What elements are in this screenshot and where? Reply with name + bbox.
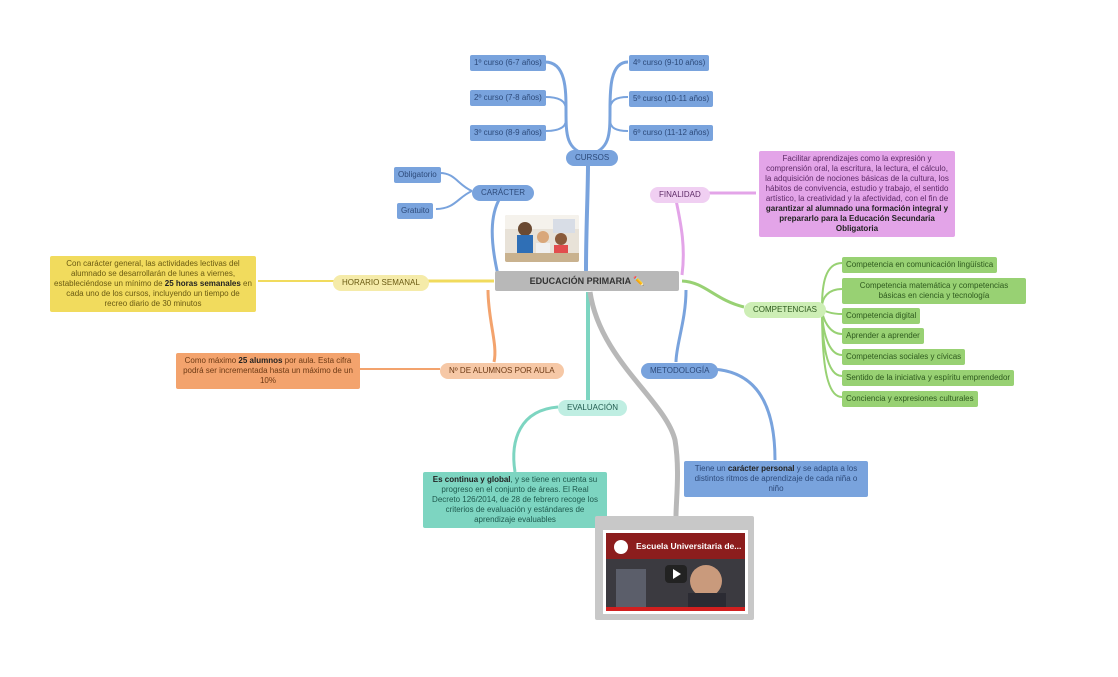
link-video: [587, 291, 680, 517]
link-cursos-c3: [544, 119, 567, 132]
horario-node[interactable]: HORARIO SEMANAL: [333, 275, 429, 291]
alumnos-detail[interactable]: Como máximo 25 alumnos por aula. Esta ci…: [176, 353, 360, 389]
competencia-4[interactable]: Aprender a aprender: [842, 328, 924, 344]
link-cursos-c5: [609, 96, 629, 111]
competencia-7[interactable]: Conciencia y expresiones culturales: [842, 391, 978, 407]
finalidad-node[interactable]: FINALIDAD: [650, 187, 710, 203]
competencia-3[interactable]: Competencia digital: [842, 308, 921, 324]
link-caracter-c1: [439, 172, 473, 192]
play-icon: [673, 569, 681, 579]
caracter-gratuito[interactable]: Gratuito: [397, 203, 434, 219]
metodologia-node[interactable]: METODOLOGÍA: [641, 363, 719, 379]
link-comp-c2: [821, 288, 843, 308]
link-caracter: [490, 197, 502, 276]
link-metodologia: [674, 289, 688, 363]
competencias-node[interactable]: COMPETENCIAS: [744, 302, 827, 318]
cursos-node[interactable]: CURSOS: [566, 150, 619, 166]
competencia-6[interactable]: Sentido de la iniciativa y espíritu empr…: [842, 370, 1015, 386]
caracter-obligatorio[interactable]: Obligatorio: [394, 167, 441, 183]
central-topic[interactable]: EDUCACIÓN PRIMARIA ✏️: [495, 271, 679, 291]
evaluacion-detail[interactable]: Es continua y global, y se tiene en cuen…: [423, 472, 607, 528]
link-cursos-right: [587, 60, 629, 157]
competencia-2[interactable]: Competencia matemática y competencias bá…: [842, 278, 1026, 304]
link-cursos: [584, 163, 590, 272]
competencia-5[interactable]: Competencias sociales y cívicas: [842, 349, 966, 365]
curso-6[interactable]: 6º curso (11-12 años): [629, 125, 714, 141]
evaluacion-node[interactable]: EVALUACIÓN: [558, 400, 627, 416]
caracter-node[interactable]: CARÁCTER: [472, 185, 535, 201]
link-comp-c7: [821, 306, 843, 398]
curso-2[interactable]: 2º curso (7-8 años): [470, 90, 546, 106]
classroom-photo: [505, 215, 579, 262]
metodologia-detail[interactable]: Tiene un carácter personal y se adapta a…: [684, 461, 868, 497]
horario-detail[interactable]: Con carácter general, las actividades le…: [50, 256, 256, 312]
link-caracter-c2: [435, 190, 473, 210]
curso-4[interactable]: 4º curso (9-10 años): [629, 55, 710, 71]
link-metodologia-detail: [707, 367, 777, 461]
video-title: Escuela Universitaria de...: [636, 541, 742, 551]
finalidad-detail[interactable]: Facilitar aprendizajes como la expresión…: [759, 151, 955, 237]
curso-3[interactable]: 3º curso (8-9 años): [470, 125, 546, 141]
curso-5[interactable]: 5º curso (10-11 años): [629, 91, 714, 107]
link-alumnos: [486, 289, 497, 363]
play-button[interactable]: [665, 565, 687, 583]
link-cursos-c2: [544, 96, 567, 111]
alumnos-node[interactable]: Nº DE ALUMNOS POR AULA: [440, 363, 564, 379]
video-thumbnail[interactable]: Escuela Universitaria de...: [603, 530, 748, 614]
link-comp-c1: [821, 262, 843, 308]
link-cursos-c6: [609, 119, 629, 132]
curso-1[interactable]: 1º curso (6-7 años): [470, 55, 546, 71]
video-logo-icon: [614, 540, 628, 554]
competencia-1[interactable]: Competencia en comunicación lingüística: [842, 257, 998, 273]
link-evaluacion-detail: [512, 405, 559, 473]
link-competencias: [681, 279, 745, 309]
link-finalidad: [674, 199, 685, 276]
